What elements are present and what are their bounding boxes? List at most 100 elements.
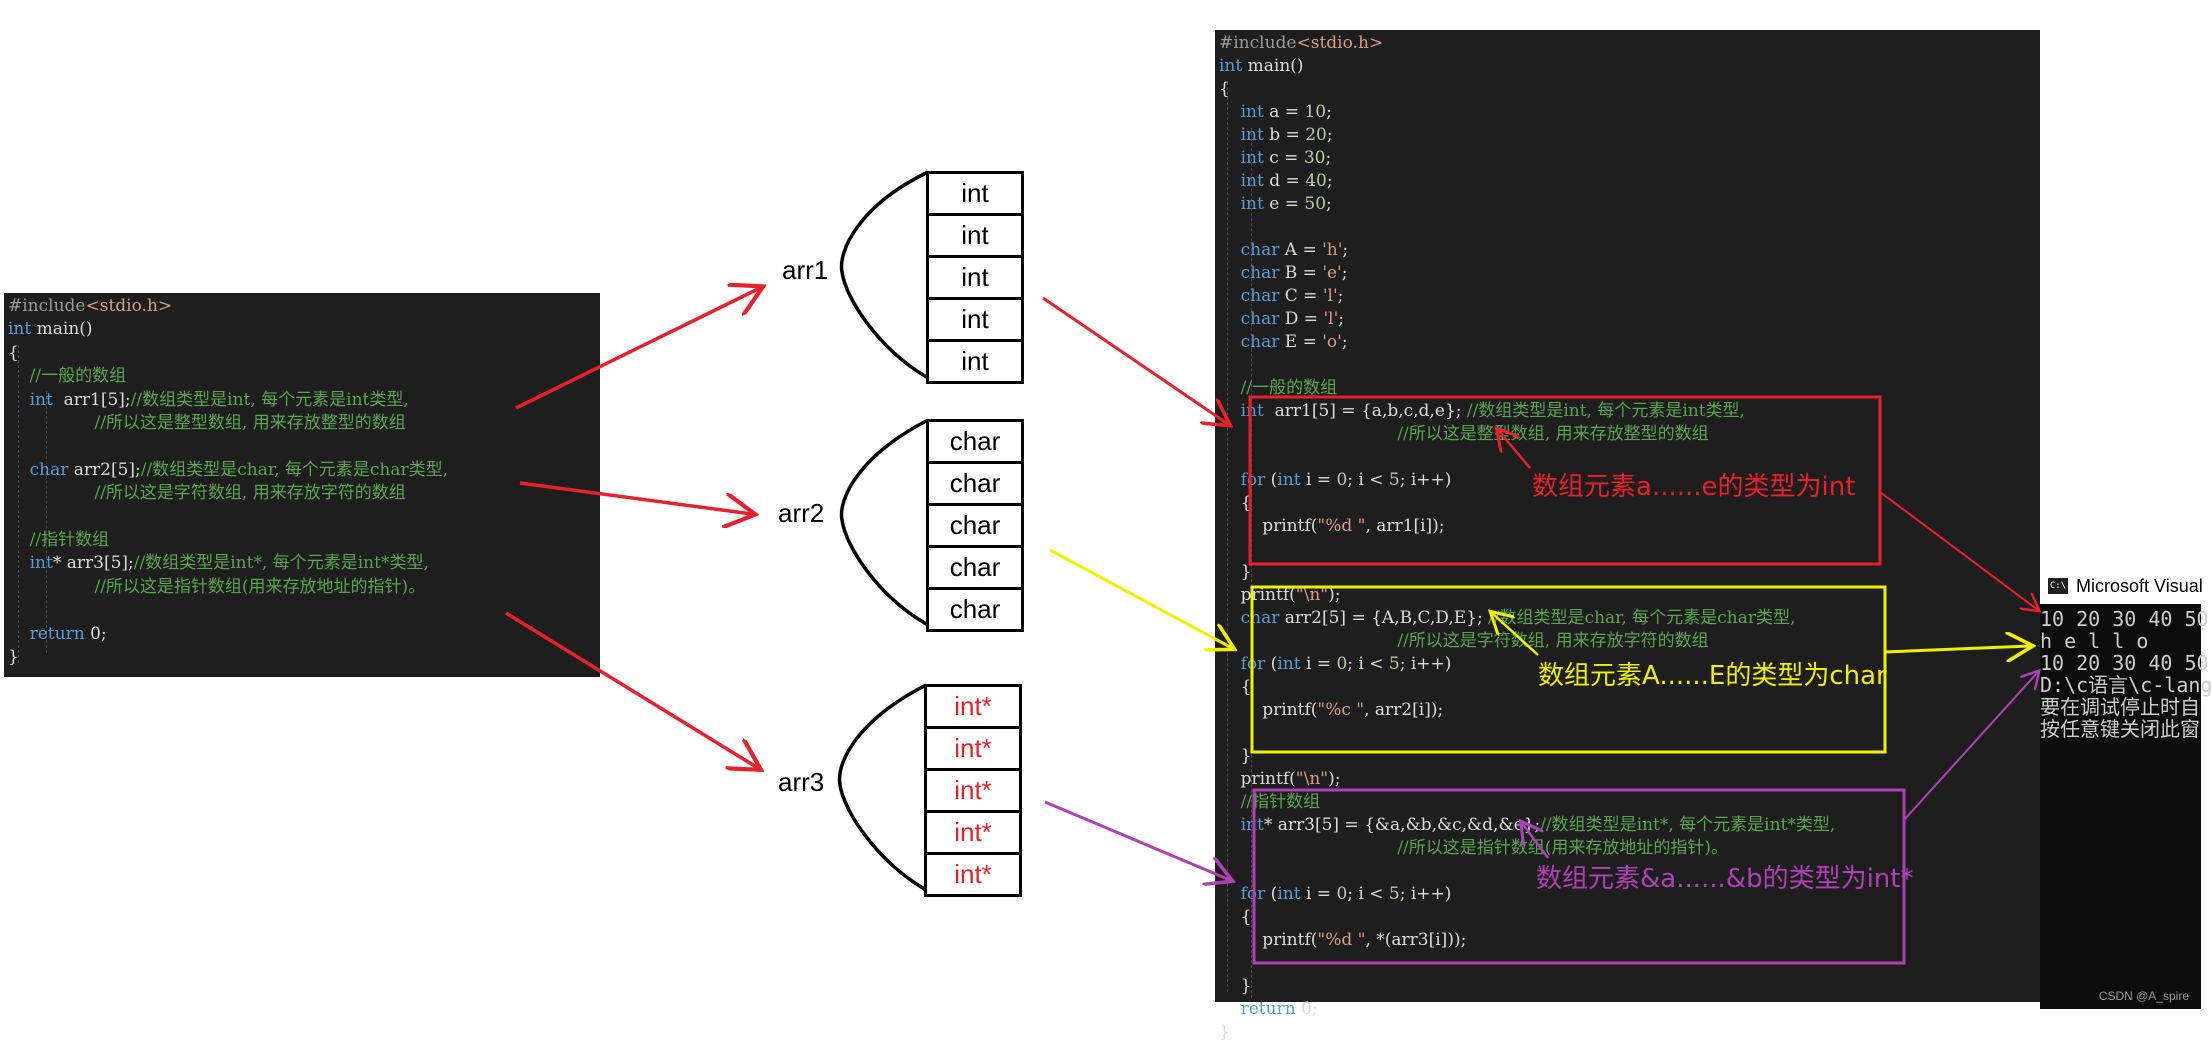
- code-line: int a = 10;: [1219, 101, 1332, 124]
- code-token: int: [1240, 125, 1264, 145]
- code-line: int main(): [1219, 55, 1304, 78]
- code-token: }: [1219, 562, 1252, 582]
- arr3-cell: int*: [924, 810, 1022, 855]
- code-token: //指针数组: [1240, 792, 1321, 812]
- code-token: int: [1277, 470, 1301, 490]
- code-line: printf("%d ", *(arr3[i]));: [1219, 929, 1466, 952]
- arrow-left-to-arr2: [519, 481, 752, 514]
- code-token: 5: [1388, 470, 1400, 490]
- code-token: int: [1240, 401, 1264, 421]
- code-token: return: [29, 623, 85, 644]
- console-line: 按任意键关闭此窗: [2040, 717, 2200, 741]
- code-line: char B = 'e';: [1219, 262, 1348, 285]
- yellow-annotation-pointer: [1492, 613, 1539, 656]
- code-line: printf("%c ", arr2[i]);: [1219, 699, 1443, 722]
- code-line: int b = 20;: [1219, 124, 1333, 147]
- code-line: #include<stdio.h>: [8, 295, 172, 318]
- code-token: (: [1265, 884, 1278, 904]
- code-token: (: [1265, 654, 1278, 674]
- arrow-left-to-arr3: [505, 611, 758, 768]
- code-token: 5: [1388, 654, 1400, 674]
- code-token: int: [1277, 654, 1301, 674]
- code-line: int e = 50;: [1219, 193, 1332, 216]
- code-line: {: [1219, 906, 1252, 929]
- code-token: printf(: [1219, 516, 1318, 536]
- code-token: A =: [1279, 240, 1323, 260]
- code-token: 20: [1305, 125, 1327, 145]
- code-token: , arr2[i]);: [1364, 700, 1444, 720]
- code-line: return 0;: [8, 623, 107, 646]
- code-token: );: [1328, 585, 1341, 605]
- code-token: i =: [1300, 654, 1337, 674]
- arrow-left-to-arr1: [515, 288, 760, 410]
- left-code-panel: #include<stdio.h>int main(){ //一般的数组 int…: [4, 293, 600, 677]
- code-token: }: [8, 647, 19, 667]
- code-token: C =: [1279, 286, 1323, 306]
- arr1-label: arr1: [782, 255, 829, 285]
- code-token: char: [1240, 309, 1280, 329]
- code-token: {: [1219, 677, 1252, 697]
- code-token: "%c ": [1317, 700, 1365, 720]
- code-line: }: [1219, 561, 1252, 584]
- code-line: //所以这是字符数组, 用来存放字符的数组: [1219, 630, 1708, 653]
- code-token: arr2[5] = {A,B,C,D,E};: [1279, 608, 1489, 628]
- code-token: a =: [1263, 102, 1305, 122]
- code-line: //一般的数组: [8, 365, 126, 388]
- code-line: {: [1219, 492, 1252, 515]
- arr3-cell: int*: [924, 684, 1022, 729]
- code-token: #include: [8, 296, 86, 316]
- code-token: int: [1240, 815, 1264, 835]
- yellow-annotation: 数组元素A......E的类型为char: [1538, 661, 1887, 691]
- code-token: //所以这是整型数组, 用来存放整型的数组: [94, 413, 406, 433]
- code-token: "%d ": [1317, 930, 1366, 950]
- code-token: ;: [1326, 171, 1333, 191]
- red-annotation: 数组元素a......e的类型为int: [1532, 472, 1856, 502]
- code-line: //所以这是字符数组, 用来存放字符的数组: [8, 482, 406, 505]
- console-line: 要在调试停止时自: [2040, 695, 2200, 719]
- code-token: int: [1277, 884, 1301, 904]
- code-line: int* arr3[5] = {&a,&b,&c,&d,&e};//数组类型是i…: [1219, 814, 1836, 837]
- code-token: 5: [1388, 884, 1400, 904]
- code-line: for (int i = 0; i < 5; i++): [1219, 469, 1452, 492]
- console-title-bar[interactable]: C:\ Microsoft Visual: [2040, 568, 2203, 604]
- code-token: //数组类型是char, 每个元素是char类型,: [1488, 608, 1796, 628]
- code-token: int: [1240, 171, 1264, 191]
- code-token: ; i <: [1347, 884, 1389, 904]
- code-token: e =: [1263, 194, 1305, 214]
- code-token: D =: [1279, 309, 1324, 329]
- code-token: ;: [1337, 286, 1344, 306]
- code-line: int d = 40;: [1219, 170, 1333, 193]
- code-token: 'l': [1323, 309, 1339, 329]
- console-line: D:\c语言\c-lang: [2040, 673, 2212, 697]
- code-token: }: [1219, 976, 1252, 996]
- arr1-cell: int: [926, 339, 1024, 384]
- code-token: 'l': [1322, 286, 1338, 306]
- code-token: <stdio.h>: [85, 296, 173, 316]
- code-token: "\n": [1295, 585, 1329, 605]
- arrow-yellow-to-console: [1884, 646, 2030, 652]
- console-line: h e l l o: [2040, 629, 2149, 653]
- code-token: 50: [1304, 194, 1327, 214]
- code-token: ;: [1341, 332, 1348, 352]
- code-line: char E = 'o';: [1219, 331, 1348, 354]
- code-token: //数组类型是int*, 每个元素是int*类型,: [133, 553, 429, 574]
- arr1-cell: int: [926, 255, 1024, 300]
- code-token: arr2[5];: [68, 459, 141, 480]
- code-token: int: [29, 553, 53, 574]
- code-token: int: [1240, 194, 1264, 214]
- code-line: int* arr3[5];//数组类型是int*, 每个元素是int*类型,: [8, 552, 429, 575]
- code-token: ; i++): [1399, 884, 1452, 904]
- code-token: //数组类型是int, 每个元素是int类型,: [130, 389, 409, 410]
- code-token: char: [1240, 608, 1280, 628]
- code-token: 'e': [1322, 263, 1342, 283]
- code-token: {: [1219, 79, 1230, 99]
- code-line: //所以这是指针数组(用来存放地址的指针)。: [8, 576, 425, 599]
- code-token: //一般的数组: [1240, 378, 1338, 398]
- console-line: 10 20 30 40 50: [2040, 651, 2209, 675]
- purple-annotation-pointer: [1522, 823, 1550, 859]
- code-token: char: [1240, 263, 1280, 283]
- code-line: int arr1[5];//数组类型是int, 每个元素是int类型,: [8, 389, 409, 412]
- code-token: char: [1240, 332, 1280, 352]
- code-token: 0: [1336, 884, 1348, 904]
- code-token: //所以这是字符数组, 用来存放字符的数组: [94, 483, 406, 504]
